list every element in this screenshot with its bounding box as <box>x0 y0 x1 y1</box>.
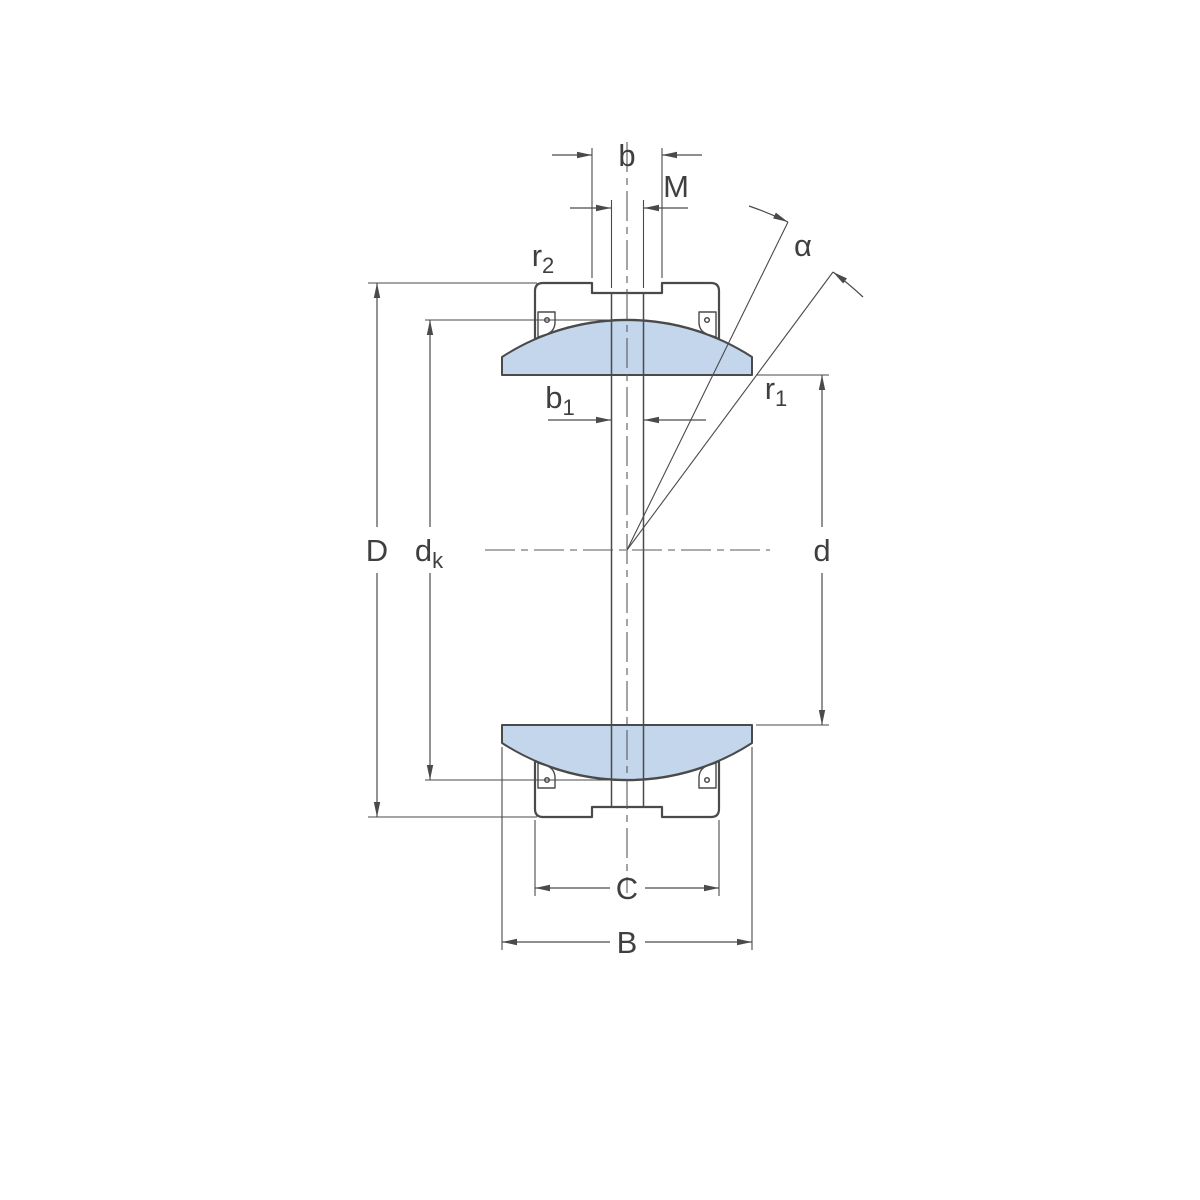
seal-top-right <box>698 311 717 338</box>
dim-label-C: C <box>616 871 638 906</box>
angle-line-2 <box>626 271 834 551</box>
angle-line-1 <box>626 221 789 551</box>
dim-label-r1: r1 <box>765 371 788 411</box>
dim-label-B: B <box>617 925 638 960</box>
dimension-labels: b M α r2 r1 b1 D dk d C B <box>366 138 831 960</box>
dim-label-D: D <box>366 533 388 568</box>
centerlines <box>485 142 770 893</box>
extension-lines <box>368 148 829 950</box>
dim-label-b: b <box>618 138 635 173</box>
dim-label-alpha: α <box>794 228 812 263</box>
seal-spring-top-right <box>703 316 711 324</box>
seal-bottom-left <box>537 762 556 789</box>
angle-arc-1 <box>748 205 789 223</box>
seal-spring-bottom-right <box>703 776 711 784</box>
angle-annotation <box>626 205 864 551</box>
dim-label-M: M <box>663 169 689 204</box>
dimension-lines <box>373 151 826 946</box>
dim-label-d: d <box>813 533 830 568</box>
seal-bottom-right <box>698 762 717 789</box>
dim-label-dk: dk <box>415 533 444 573</box>
dim-label-b1: b1 <box>545 380 575 420</box>
angle-arc-2 <box>832 271 864 298</box>
seal-top-left <box>537 311 556 338</box>
dim-label-r2: r2 <box>532 238 555 278</box>
